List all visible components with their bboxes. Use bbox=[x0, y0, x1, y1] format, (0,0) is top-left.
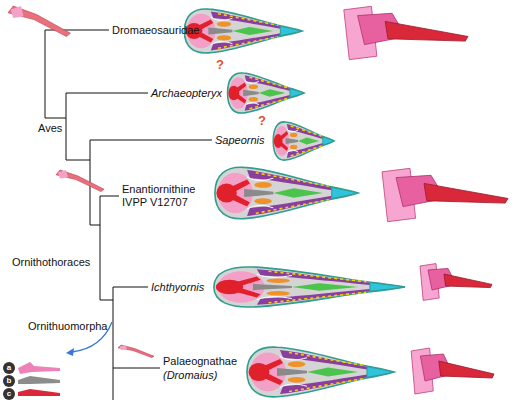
bone-icon bbox=[56, 170, 104, 192]
skull bbox=[228, 73, 304, 113]
circle-letter-text: a bbox=[7, 364, 11, 372]
taxon-label: Sapeornis bbox=[215, 134, 265, 147]
branch bbox=[45, 30, 109, 118]
circle-letter-text: b bbox=[7, 377, 12, 385]
skull bbox=[184, 9, 302, 53]
bone-icon-b bbox=[18, 376, 60, 384]
arrow-head bbox=[66, 348, 74, 356]
taxon-label: (Dromaius) bbox=[163, 369, 217, 382]
quadrate bbox=[420, 264, 492, 301]
branch bbox=[113, 287, 160, 400]
quadrate bbox=[344, 6, 468, 59]
quadrate bbox=[382, 168, 508, 221]
skull bbox=[215, 167, 358, 219]
bone-icon bbox=[8, 6, 70, 37]
taxon-label: Archaeopteryx bbox=[151, 87, 222, 100]
branch bbox=[90, 140, 212, 225]
bone-icon-c bbox=[18, 389, 60, 396]
skull bbox=[214, 267, 405, 307]
bone-icon bbox=[118, 345, 154, 358]
taxon-label: Ornithuomorpha bbox=[28, 320, 108, 333]
bone-icon-a bbox=[18, 362, 60, 374]
taxon-label: Aves bbox=[38, 122, 62, 135]
tree-branches bbox=[45, 30, 212, 400]
circled-letter: a bbox=[3, 362, 15, 374]
uncertainty-mark: ? bbox=[258, 114, 266, 127]
taxon-label: Palaeognathae bbox=[163, 355, 237, 368]
branch bbox=[66, 93, 148, 160]
circled-letter: c bbox=[3, 388, 15, 400]
taxon-label: Enantiornithine IVPP V12707 bbox=[122, 183, 206, 209]
skull bbox=[247, 347, 394, 397]
taxon-label: Dromaeosauridae bbox=[112, 24, 199, 37]
quadrate-drawings bbox=[344, 6, 508, 394]
taxon-label: Ornithothoraces bbox=[12, 256, 90, 269]
uncertainty-mark: ? bbox=[216, 58, 224, 71]
circle-letter-text: c bbox=[7, 390, 11, 398]
quadrate bbox=[411, 348, 494, 394]
skull bbox=[273, 122, 334, 160]
skull-drawings bbox=[184, 9, 405, 397]
branch bbox=[100, 196, 119, 300]
taxon-label: Ichthyornis bbox=[151, 281, 204, 294]
circled-letter: b bbox=[3, 375, 15, 387]
